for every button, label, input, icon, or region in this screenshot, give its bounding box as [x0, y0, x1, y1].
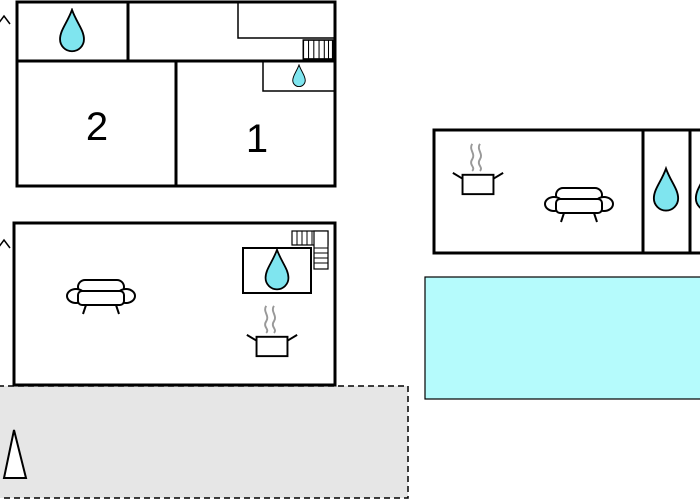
left-edge-arrow-icon: [0, 238, 11, 249]
swimming-pool: [424, 276, 700, 400]
north-arrow-icon: [2, 429, 28, 479]
water-drop-icon: [694, 167, 700, 212]
water-drop-icon: [264, 248, 290, 291]
room-number-2: 2: [86, 105, 108, 149]
ground-floor: [12, 221, 337, 387]
stairs-icon: [302, 39, 334, 60]
left-edge-arrow-icon: [0, 14, 11, 25]
stairs-icon: [291, 230, 329, 270]
pool-house: [432, 128, 700, 255]
room-number-1: 1: [246, 117, 268, 161]
water-drop-icon: [59, 8, 85, 53]
terrace: [0, 385, 409, 499]
cooking-pot-icon: [245, 304, 299, 358]
water-drop-icon: [652, 167, 680, 212]
water-drop-icon: [292, 64, 306, 88]
sofa-icon: [544, 187, 614, 223]
cooking-pot-icon: [451, 142, 505, 196]
upper-floor: 2 1: [15, 0, 337, 188]
sofa-icon: [66, 279, 136, 315]
